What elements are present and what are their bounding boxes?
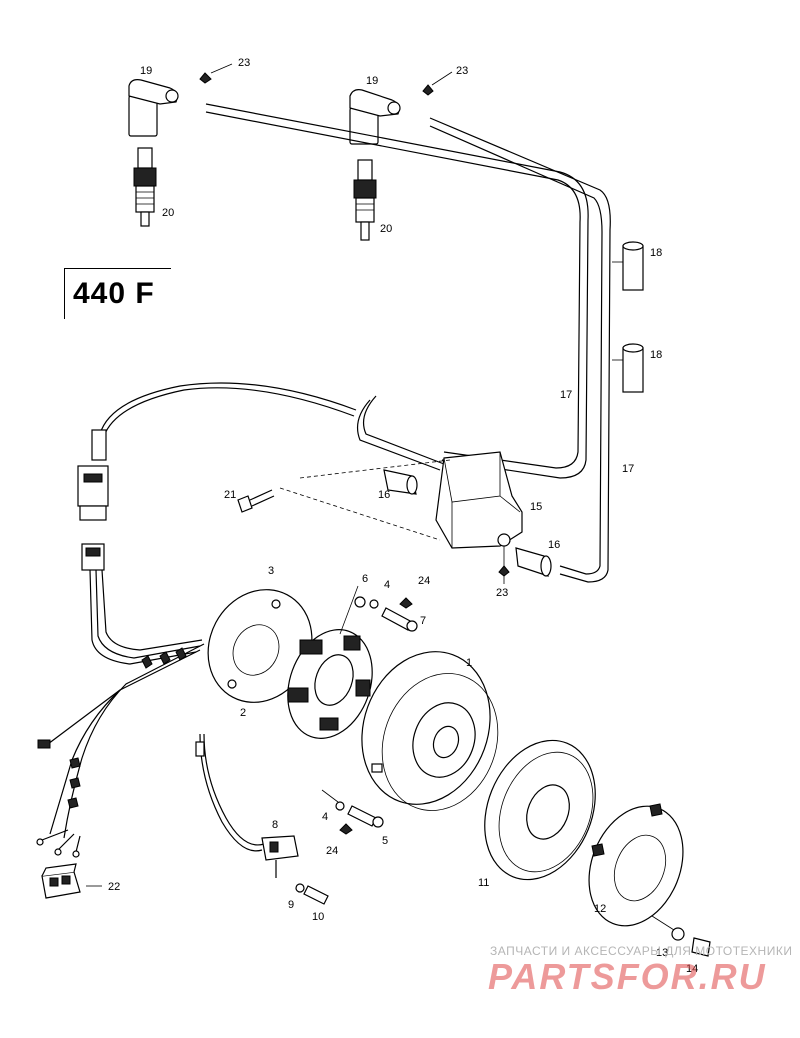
wiring-harness[interactable] (36, 382, 357, 858)
callout-1: 1 (466, 657, 472, 669)
starting-pulley[interactable] (465, 724, 615, 896)
ignition-coil[interactable] (435, 451, 523, 549)
callout-2: 2 (240, 707, 246, 719)
coil-boot-left[interactable] (383, 469, 418, 495)
callout-23-right: 23 (456, 65, 468, 77)
trigger-coil[interactable] (195, 733, 299, 878)
spark-plug-cap-right[interactable] (349, 89, 401, 145)
callout-19-left: 19 (140, 65, 152, 77)
callout-7: 7 (420, 615, 426, 627)
spark-plug-cap-left[interactable] (128, 79, 179, 137)
callout-22: 22 (108, 881, 120, 893)
washer-6[interactable] (354, 596, 366, 608)
callout-16-right: 16 (548, 539, 560, 551)
callout-23-coil: 23 (496, 587, 508, 599)
callout-17-upper: 17 (560, 389, 572, 401)
flywheel[interactable] (341, 633, 517, 826)
callout-10: 10 (312, 911, 324, 923)
callout-24-lower: 24 (326, 845, 338, 857)
callout-13: 13 (656, 947, 668, 959)
model-label: 440 F (73, 277, 155, 310)
bolt-7[interactable] (381, 607, 418, 632)
spark-plug-right[interactable] (353, 159, 377, 241)
watermark-text: ЗАПЧАСТИ И АКСЕССУАРЫ ДЛЯ МОТОТЕХНИКИ (490, 944, 793, 958)
callout-19-right: 19 (366, 75, 378, 87)
wire-sleeve-upper[interactable] (622, 241, 644, 291)
model-label-box: 440 F (64, 268, 171, 319)
callout-8: 8 (272, 819, 278, 831)
callout-20-right: 20 (380, 223, 392, 235)
nut-14[interactable] (691, 937, 711, 957)
washer-24-lower[interactable] (339, 823, 353, 835)
high-tension-wire[interactable] (205, 103, 611, 583)
washer-4-upper[interactable] (369, 599, 379, 609)
callout-14: 14 (686, 963, 698, 975)
callout-20-left: 20 (162, 207, 174, 219)
callout-17-lower: 17 (622, 463, 634, 475)
watermark-logo: PARTSFOR.RU (488, 956, 767, 997)
callout-4-upper: 4 (384, 579, 390, 591)
callout-12: 12 (594, 903, 606, 915)
washer-13[interactable] (671, 927, 685, 941)
stator-coils[interactable] (273, 618, 386, 751)
callout-11: 11 (478, 877, 489, 889)
callout-18-upper: 18 (650, 247, 662, 259)
callout-24-upper: 24 (418, 575, 430, 587)
bolt-5[interactable] (347, 805, 384, 828)
screw-10[interactable] (303, 885, 329, 905)
callout-18-lower: 18 (650, 349, 662, 361)
coil-boot-right[interactable] (515, 547, 552, 577)
screw-21[interactable] (237, 489, 275, 513)
washer-9[interactable] (295, 883, 305, 893)
callout-16-left: 16 (378, 489, 390, 501)
connector-housing[interactable] (41, 863, 81, 899)
washer-4-lower[interactable] (335, 801, 345, 811)
callout-21: 21 (224, 489, 236, 501)
callout-4-lower: 4 (322, 811, 328, 823)
callout-5: 5 (382, 835, 388, 847)
callout-9: 9 (288, 899, 294, 911)
callout-6: 6 (362, 573, 368, 585)
wire-sleeve-lower[interactable] (622, 343, 644, 393)
callout-3: 3 (268, 565, 274, 577)
spark-plug-left[interactable] (133, 147, 157, 227)
starter-cup[interactable] (572, 792, 700, 940)
nut-23-left[interactable] (199, 72, 212, 84)
callout-15: 15 (530, 501, 542, 513)
nut-23-right[interactable] (422, 84, 434, 96)
washer-24-upper[interactable] (399, 597, 413, 609)
callout-23-left: 23 (238, 57, 250, 69)
nut-23-coil[interactable] (498, 565, 510, 577)
